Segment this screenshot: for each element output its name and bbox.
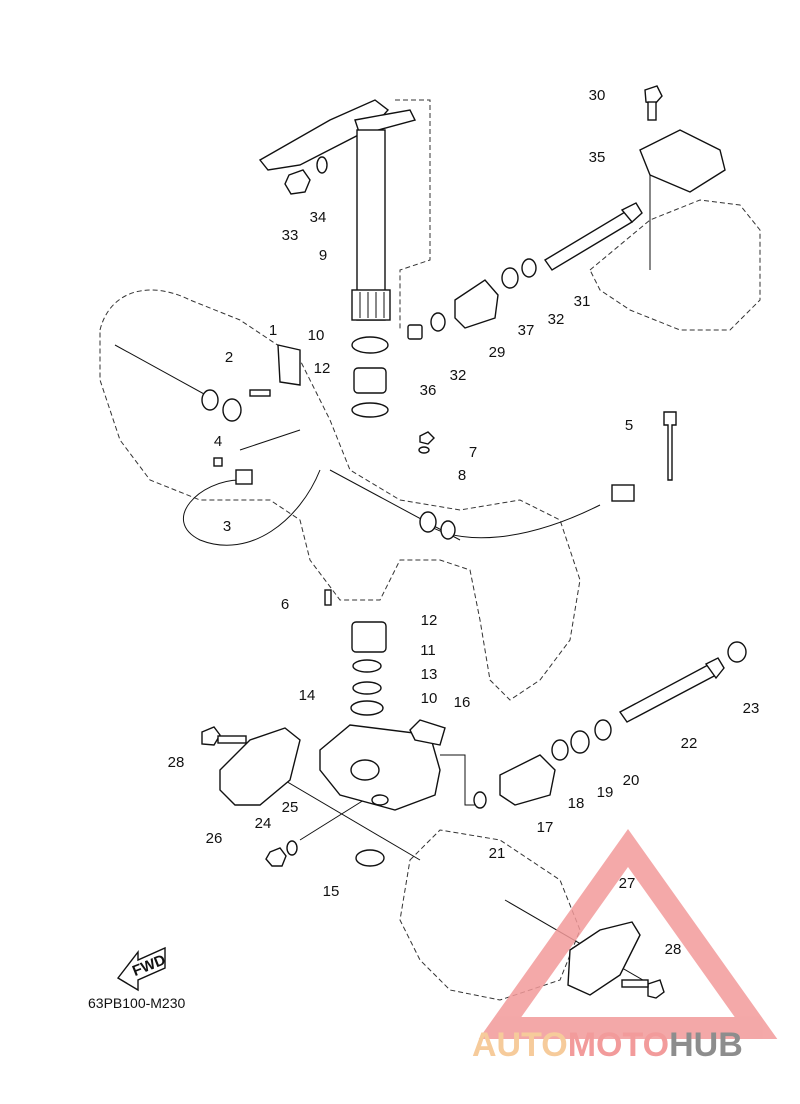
callout-30: 30 — [589, 87, 606, 104]
callout-11: 11 — [420, 642, 436, 659]
clip-15 — [355, 849, 385, 867]
watermark-triangle-icon — [478, 829, 778, 1039]
callout-35: 35 — [589, 149, 606, 166]
callout-8: 8 — [458, 467, 466, 484]
callout-28-right: 28 — [665, 941, 682, 958]
part-16 — [409, 719, 446, 746]
bolt-22 — [618, 641, 747, 723]
cover-27 — [567, 921, 665, 999]
callout-33: 33 — [282, 227, 299, 244]
svg-text:AUTOMOTOHUB: AUTOMOTOHUB — [472, 1026, 743, 1064]
callout-26: 26 — [206, 830, 223, 847]
callout-27: 27 — [619, 875, 636, 892]
watermark-hub: HUB — [669, 1026, 743, 1064]
nut-24-washer-25 — [265, 840, 298, 867]
callout-37: 37 — [518, 322, 535, 339]
lower-mount-housing — [319, 724, 441, 811]
callout-32-left: 32 — [450, 367, 467, 384]
callout-7: 7 — [469, 444, 477, 461]
callout-23: 23 — [743, 700, 760, 717]
bracket-outlines — [99, 99, 761, 1001]
callout-10-upper: 10 — [308, 327, 325, 344]
callout-9: 9 — [319, 247, 327, 264]
callout-19: 19 — [597, 784, 614, 801]
callout-24: 24 — [255, 815, 272, 832]
watermark-auto: AUTO — [472, 1026, 568, 1064]
clamp-35 — [639, 85, 726, 193]
callout-10-lower: 10 — [421, 690, 438, 707]
callout-3: 3 — [223, 518, 231, 535]
upper-bushings — [351, 336, 389, 418]
callout-6: 6 — [281, 596, 289, 613]
callout-20: 20 — [623, 772, 640, 789]
callout-15: 15 — [323, 883, 340, 900]
callout-12-lower: 12 — [421, 612, 438, 629]
callout-17: 17 — [537, 819, 554, 836]
steering-shaft — [258, 99, 417, 321]
lower-bushings — [350, 621, 387, 716]
callout-5: 5 — [625, 417, 633, 434]
callout-2: 2 — [225, 349, 233, 366]
fwd-arrow-icon: FWD — [116, 946, 168, 992]
callout-34: 34 — [310, 209, 327, 226]
diagram-code: 63PB100-M230 — [88, 995, 186, 1011]
callout-14: 14 — [299, 687, 316, 704]
small-fasteners — [213, 344, 435, 606]
callout-13: 13 — [421, 666, 438, 683]
bolt-28-left — [201, 726, 247, 746]
callout-32-right: 32 — [548, 311, 565, 328]
leader-lines — [114, 165, 661, 991]
callout-12-upper: 12 — [314, 360, 331, 377]
callout-4: 4 — [214, 433, 222, 450]
upper-rubber-mount — [407, 258, 537, 340]
cover-26 — [219, 727, 301, 806]
nut-and-washer-top — [284, 156, 328, 195]
callout-18: 18 — [568, 795, 585, 812]
callout-28-left: 28 — [168, 754, 185, 771]
callout-25: 25 — [282, 799, 299, 816]
callout-labels: 1 2 3 4 5 6 7 8 9 10 10 11 12 12 13 14 1… — [168, 87, 760, 958]
watermark-moto: MOTO — [568, 1026, 669, 1064]
bolt-31 — [543, 202, 643, 271]
callout-1: 1 — [269, 322, 277, 339]
callout-22: 22 — [681, 735, 698, 752]
callout-29: 29 — [489, 344, 506, 361]
cable-tie-5 — [663, 411, 677, 481]
wire-harness — [183, 389, 635, 546]
callout-36: 36 — [420, 382, 437, 399]
callout-31: 31 — [574, 293, 591, 310]
callout-21: 21 — [489, 845, 506, 862]
watermark-logo: AUTOMOTOHUB — [472, 829, 778, 1064]
callout-16: 16 — [454, 694, 471, 711]
lower-rubber-mount — [473, 719, 612, 809]
